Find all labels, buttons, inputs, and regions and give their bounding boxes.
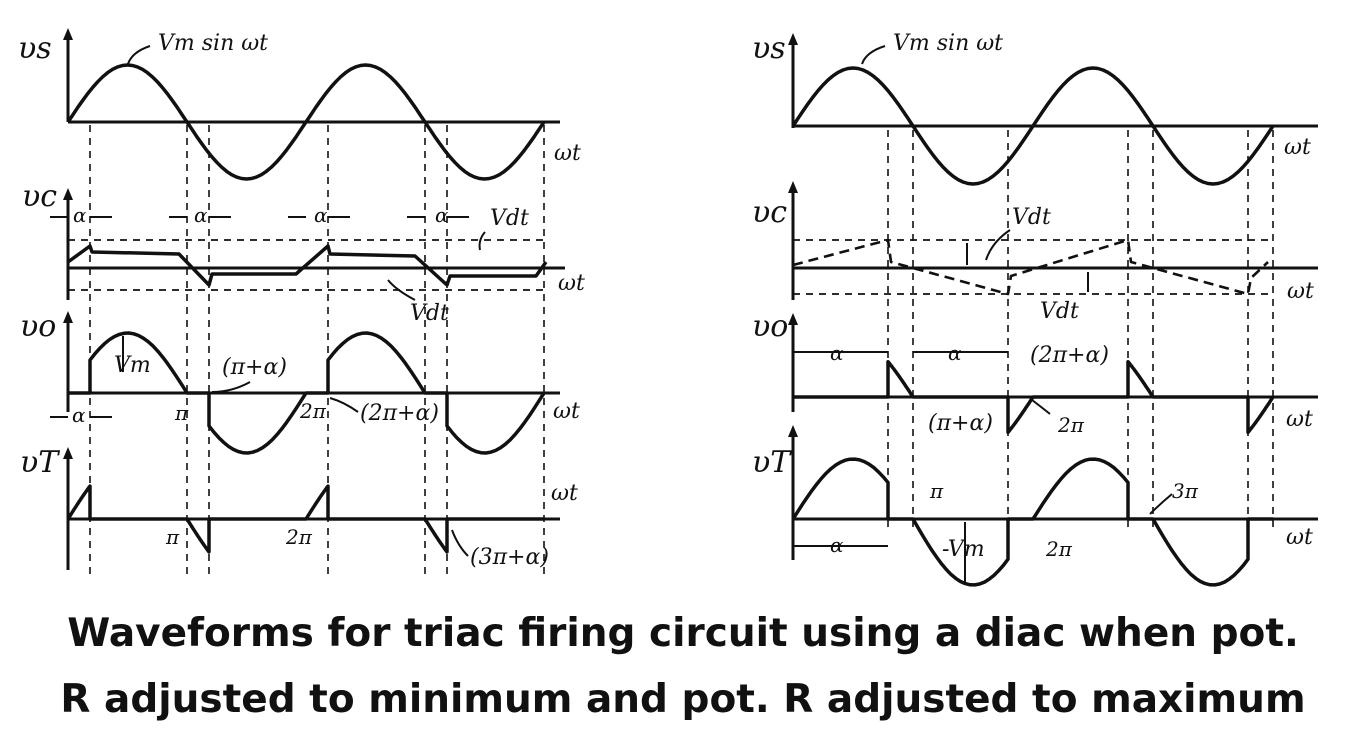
left-alpha-c3: α [314, 203, 328, 227]
left-alpha-c1: α [73, 203, 87, 227]
left-vdt-label-2: Vdt [410, 301, 449, 326]
left-vs-leader [127, 45, 151, 65]
right-guides [793, 130, 1274, 530]
left-vc-arrow [63, 188, 73, 200]
right-2pi-t: 2π [1045, 537, 1073, 561]
left-vc-wave [66, 244, 548, 287]
left-panel: υs Vm sin ωt ωt υc α α α α Vdt ωt Vdt υo… [18, 28, 585, 580]
left-2pi-plus-alpha: (2π+α) [360, 401, 439, 426]
left-vt-label: υT [20, 445, 60, 480]
caption-line-1: Waveforms for triac firing circuit using… [67, 611, 1299, 656]
right-vt-label: υT [752, 445, 792, 480]
right-waves [791, 66, 1275, 587]
right-vt-wave [791, 457, 1273, 587]
right-alpha-o1: α [830, 341, 844, 365]
left-3pia-leader [451, 529, 469, 557]
right-vc-arrow [788, 181, 798, 193]
right-annotations [793, 45, 1173, 585]
right-vc-label: υc [752, 195, 787, 230]
left-pi-o: π [174, 401, 189, 425]
left-wt-label-2: ωt [558, 271, 585, 296]
right-wt-label-4: ωt [1286, 525, 1313, 550]
left-waves [66, 63, 548, 554]
left-vm-label: Vm [114, 353, 151, 378]
left-pi-t: π [165, 525, 180, 549]
right-vs-label: υs [752, 31, 786, 66]
left-vdt-leader-2 [387, 279, 416, 301]
left-vo-arrow [63, 311, 73, 323]
left-2pia-leader [329, 397, 359, 413]
left-wt-label-4: ωt [551, 481, 578, 506]
right-alpha-t: α [830, 533, 844, 557]
left-vs-wave [66, 63, 546, 181]
left-vs-arrow [63, 28, 73, 40]
left-alpha-c2: α [194, 203, 208, 227]
left-pia-leader [211, 381, 251, 393]
right-axes [788, 33, 1318, 560]
right-vdt-leader-1 [985, 229, 1011, 261]
left-alpha-o: α [72, 403, 86, 427]
right-2pi-leader [1031, 399, 1051, 415]
right-3pi-leader [1149, 493, 1173, 515]
left-vdt-label-1: Vdt [490, 206, 529, 231]
right-alpha-o2: α [948, 341, 962, 365]
right-2pi-plus-alpha: (2π+α) [1030, 343, 1109, 368]
right-pi-plus-alpha: (π+α) [928, 411, 993, 436]
left-pi-plus-alpha: (π+α) [222, 355, 287, 380]
left-vo-wave [68, 331, 546, 455]
left-2pi-t: 2π [285, 525, 313, 549]
left-vt-arrow [63, 447, 73, 459]
right-vs-leader [861, 45, 886, 65]
right-neg-vm: -Vm [942, 537, 985, 562]
right-panel: υs Vm sin ωt ωt υc Vdt ωt Vdt υo α α (2π… [752, 31, 1318, 587]
right-wt-label-3: ωt [1286, 407, 1313, 432]
left-vo-label: υo [20, 309, 56, 344]
left-guides [68, 125, 545, 580]
right-3pi-t: 3π [1172, 479, 1199, 503]
left-wt-label-1: ωt [554, 141, 581, 166]
left-2pi-o: 2π [299, 399, 327, 423]
right-wt-label-2: ωt [1287, 279, 1314, 304]
right-vs-wave [791, 66, 1275, 186]
right-vdt-label-2: Vdt [1040, 299, 1079, 324]
left-alpha-c4: α [435, 203, 449, 227]
right-vt-arrow [788, 425, 798, 437]
left-annotations [50, 45, 486, 557]
left-wt-label-3: ωt [553, 399, 580, 424]
right-wt-label-1: ωt [1284, 135, 1311, 160]
right-vo-arrow [788, 313, 798, 325]
left-vs-equation: Vm sin ωt [158, 31, 268, 56]
left-3pi-plus-alpha: (3π+α) [470, 545, 549, 570]
caption-line-2: R adjusted to minimum and pot. R adjuste… [60, 677, 1306, 722]
left-vt-wave [66, 484, 544, 554]
waveform-diagram: υs Vm sin ωt ωt υc α α α α Vdt ωt Vdt υo… [18, 28, 1318, 587]
right-pi-t: π [929, 479, 944, 503]
left-vdt-leader-1 [478, 231, 486, 251]
right-vdt-label-1: Vdt [1012, 205, 1051, 230]
left-vc-label: υc [22, 179, 57, 214]
right-vs-equation: Vm sin ωt [893, 31, 1003, 56]
right-vs-arrow [788, 33, 798, 45]
right-2pi-o: 2π [1057, 413, 1085, 437]
right-vo-wave [793, 359, 1275, 435]
right-vo-label: υo [752, 309, 788, 344]
left-vs-label: υs [18, 31, 52, 66]
right-vc-wave [792, 238, 1269, 296]
